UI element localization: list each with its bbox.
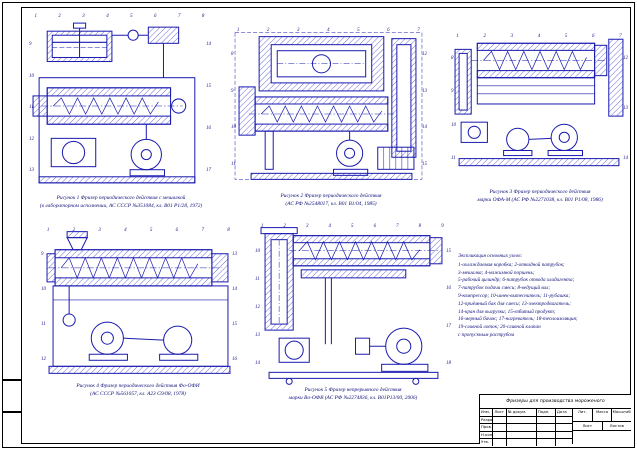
caption-line: Рисунок 5 Фризер непрерывного действия bbox=[304, 387, 402, 393]
left-margin-divider bbox=[3, 411, 22, 413]
tb-label-nkontr: Н.контр. bbox=[481, 431, 494, 438]
tb-label-lit: Лит. bbox=[573, 409, 593, 421]
explication-lines: 1-охлаждаемая коробка; 2-откидной патруб… bbox=[458, 262, 630, 340]
explication-line: 14-кран для выгрузки; 15-взбитый продукт… bbox=[458, 308, 556, 315]
explication-line: 16-мерный бачок; 17-нагреватель; 18-тепл… bbox=[458, 316, 578, 323]
tb-label-listov: Листов bbox=[609, 423, 624, 428]
caption-line: Рисунок 3 Фризер периодического действия bbox=[489, 189, 591, 195]
explication-line: 7-патрубок подачи смеси; 8-ведущий вал; bbox=[458, 285, 551, 292]
figure-4-drawing bbox=[46, 231, 231, 374]
caption-line: Рисунок 4 Фризер периодического действия… bbox=[76, 383, 200, 389]
figure-4-caption: Рисунок 4 Фризер периодического действия… bbox=[33, 383, 243, 398]
tb-label-prov: Пров. bbox=[481, 424, 494, 431]
title-block-row: Н.контр. bbox=[480, 431, 572, 439]
figure-2-caption: Рисунок 2 Фризер периодического действия… bbox=[229, 193, 433, 208]
explication-line: 3-мешалка; 4-нажимной поршень; bbox=[458, 269, 535, 276]
explication-line: 5-рабочий цилиндр; 6-патрубок отвода хла… bbox=[458, 277, 575, 284]
tb-label-data: Дата bbox=[556, 409, 567, 414]
explication-line: 12-приёмный бак для смеси; 13-электродви… bbox=[458, 300, 571, 307]
figure-5-caption: Рисунок 5 Фризер непрерывного действия м… bbox=[247, 387, 459, 402]
figure-3-caption: Рисунок 3 Фризер периодического действия… bbox=[447, 189, 633, 204]
caption-line: марки ОФА-М (АС РФ №2271038, кл. В01 Р1/… bbox=[477, 196, 603, 203]
caption-line: марки Во-ОФВ (АС РФ №2274836, кл. В01Р13… bbox=[288, 394, 418, 401]
tb-label-izm: Изм. bbox=[480, 409, 494, 416]
title-block-row: Разраб. bbox=[480, 416, 572, 424]
tb-label-list2: Лист bbox=[573, 422, 603, 430]
tb-label-massa: Масса bbox=[593, 409, 613, 421]
tb-label-razrab: Разраб. bbox=[481, 416, 494, 423]
title-block-org-cell bbox=[573, 431, 631, 444]
tb-label-podp: Подп. bbox=[537, 409, 556, 416]
figure-1-drawing bbox=[32, 22, 196, 184]
title-block-header-row: Изм. Лист № докум. Подп. Дата bbox=[480, 409, 572, 417]
explication-line: 19-сливной лоток; 20-сливной клапан bbox=[458, 324, 541, 331]
explication-line: 1-охлаждаемая коробка; 2-откидной патруб… bbox=[458, 261, 565, 268]
title-block-row: Пров. bbox=[480, 424, 572, 432]
title-block-sheets-row: Лист Листов bbox=[573, 422, 631, 431]
explication: Экспликация основных узлов: 1-охлаждаема… bbox=[458, 253, 630, 340]
figure-3-drawing bbox=[454, 38, 624, 167]
title-block-lit-row: Лит. Масса Масштаб bbox=[573, 409, 631, 422]
tb-label-utv: Утв. bbox=[480, 439, 494, 446]
tb-label-list: Лист bbox=[493, 409, 507, 416]
caption-line: (АС РФ №2548017, кл. В01 В1/04, 1985) bbox=[285, 200, 377, 207]
caption-line: Рисунок 1 Фризер периодического действия… bbox=[56, 195, 186, 201]
caption-line: (АС СССР №561057, кл. А23 G9/08, 1978) bbox=[90, 390, 186, 397]
title-block-title: Фризеры для производства мороженого bbox=[480, 395, 631, 409]
tb-label-doc: № докум. bbox=[507, 409, 537, 416]
figure-5-drawing bbox=[260, 227, 443, 385]
explication-heading: Экспликация основных узлов: bbox=[458, 253, 523, 259]
tb-label-masshtab: Масштаб bbox=[612, 409, 631, 414]
left-margin-divider bbox=[3, 379, 22, 381]
explication-line: с пропускным раструбом bbox=[458, 331, 515, 338]
caption-line: Рисунок 2 Фризер периодического действия bbox=[280, 193, 382, 199]
figure-1-caption: Рисунок 1 Фризер периодического действия… bbox=[21, 195, 221, 210]
title-block: Фризеры для производства мороженого Изм.… bbox=[479, 394, 631, 446]
title-block-row: Утв. bbox=[480, 439, 572, 446]
drawing-frame bbox=[21, 7, 631, 444]
figure-2-drawing bbox=[234, 32, 423, 180]
caption-line: (в лабораторном исполнении, АС СССР №351… bbox=[39, 202, 203, 209]
explication-line: 9-компрессор; 10-шнек-вытеснитель; 11-ру… bbox=[458, 292, 571, 299]
